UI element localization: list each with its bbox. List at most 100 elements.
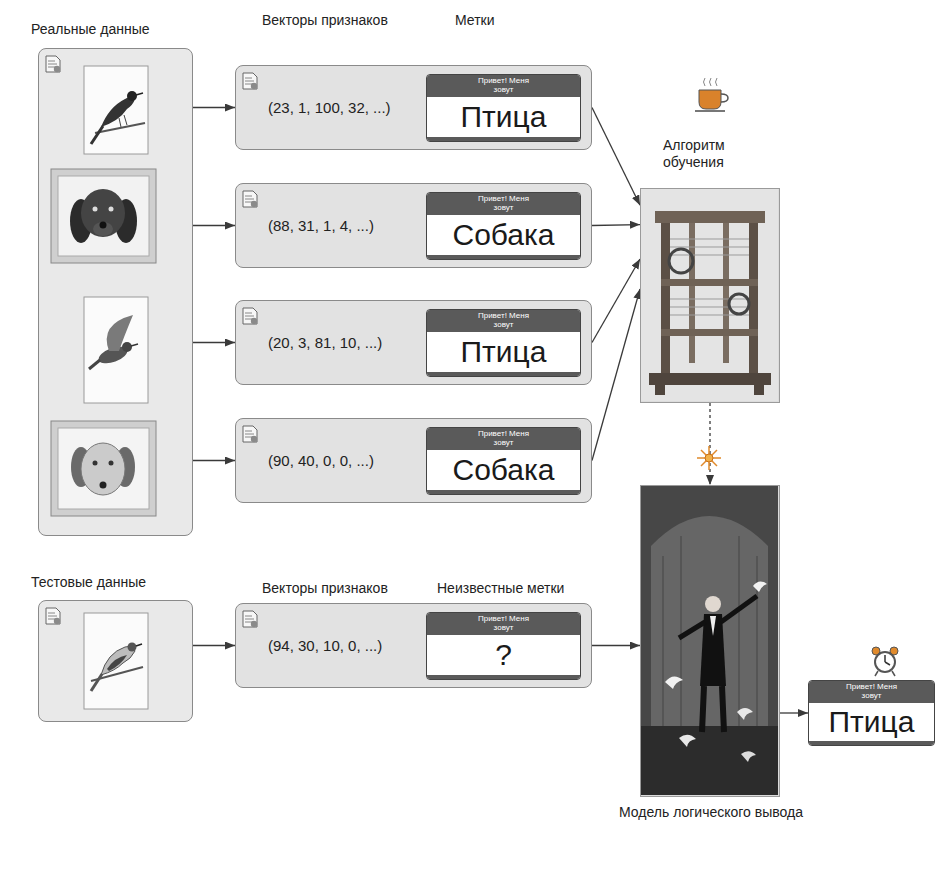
arrow-connector <box>592 259 640 343</box>
sparkle-icon <box>697 446 721 470</box>
magician-picture <box>641 486 778 795</box>
bird-picture <box>127 91 137 101</box>
feature-vector-box: (88, 31, 1, 4, ...) Привет! Меня зовутСоб… <box>235 183 592 268</box>
tag-header-band: Привет! Меня зовут <box>427 193 580 215</box>
sparkle-icon <box>697 446 721 470</box>
alarm-clock-icon <box>872 647 898 676</box>
tag-label: ? <box>495 636 512 674</box>
feature-vector-box: (20, 3, 81, 10, ...)Привет! Меня зовутПт… <box>235 300 592 385</box>
bird-picture <box>84 297 148 403</box>
document-icon <box>45 607 61 625</box>
tag-greeting: Привет! Меня зовут <box>474 430 534 448</box>
tag-label: Птица <box>461 333 547 371</box>
dog-picture <box>93 207 98 212</box>
name-tag: Привет! Меня зовут? <box>426 612 581 680</box>
tag-header-band: Привет! Меня зовут <box>809 681 934 703</box>
document-icon <box>46 56 60 72</box>
name-tag: Привет! Меня зовутПтица <box>426 309 581 377</box>
group-heading: Реальные данные <box>31 21 231 38</box>
tag-body: Птица <box>427 332 580 372</box>
tag-header-band: Привет! Меня зовут <box>427 428 580 450</box>
arrow-connector <box>780 712 808 713</box>
magician-picture <box>641 726 778 795</box>
feature-vector: (94, 30, 10, 0, ...) <box>268 637 382 655</box>
loom-picture <box>641 189 778 401</box>
feature-vector: (23, 1, 100, 32, ...) <box>268 99 391 117</box>
feature-vector-box: (90, 40, 0, 0, ...) Привет! Меня зовутСоб… <box>235 418 592 503</box>
loom-picture <box>661 279 758 286</box>
bird-picture <box>91 126 103 144</box>
arrow-connector <box>709 403 710 485</box>
tag-body: Птица <box>809 703 934 741</box>
tag-footer-band <box>427 372 580 376</box>
sparkle-icon <box>705 454 713 462</box>
bird-picture <box>84 297 148 403</box>
arrow-connector <box>592 645 640 646</box>
column-heading: Неизвестные метки <box>437 580 564 597</box>
tag-footer-band <box>427 255 580 259</box>
tag-greeting: Привет! Меня зовут <box>474 195 534 213</box>
dog-picture <box>58 428 149 509</box>
loom-picture <box>641 189 778 401</box>
bird-picture <box>131 344 138 346</box>
data-group: Тестовые данные <box>38 600 193 722</box>
data-group: Реальные данные <box>38 48 193 536</box>
tag-footer-band <box>427 137 580 141</box>
bird-picture <box>128 643 137 652</box>
bird-picture <box>136 93 143 95</box>
tag-header-band: Привет! Меня зовут <box>427 75 580 97</box>
dog-picture <box>93 222 113 236</box>
dog-picture <box>51 169 156 263</box>
tag-header-band: Привет! Меня зовут <box>427 310 580 332</box>
column-heading: Векторы признаков <box>262 12 388 29</box>
column-heading: Метки <box>455 12 495 29</box>
coffee-cup-icon <box>695 78 728 111</box>
name-tag: Привет! Меня зовутПтица <box>808 680 935 746</box>
arrow-connector <box>193 342 235 343</box>
loom-picture <box>754 385 764 395</box>
tag-label: Собака <box>453 216 555 254</box>
document-icon <box>243 191 257 207</box>
coffee-cup-icon <box>721 94 728 102</box>
tag-body: Собака <box>427 450 580 490</box>
magician-picture <box>705 596 721 612</box>
bird-picture <box>136 644 142 646</box>
tag-greeting: Привет! Меня зовут <box>474 615 534 633</box>
inference-model: Модель логического вывода <box>640 485 780 797</box>
loom-picture <box>649 373 771 385</box>
arrow-connector <box>193 225 235 226</box>
loom-picture <box>655 211 765 223</box>
loom-picture <box>670 239 749 315</box>
dog-picture <box>51 421 156 516</box>
alarm-clock-icon <box>875 671 895 676</box>
magician-picture <box>710 616 716 636</box>
group-heading: Модель логического вывода <box>596 804 826 821</box>
coffee-cup-icon <box>699 90 721 109</box>
document-icon <box>243 611 257 627</box>
document-icon <box>243 426 257 442</box>
name-tag: Привет! Меня зовутСобака <box>426 427 581 495</box>
arrow-connector <box>592 224 640 226</box>
learning-algorithm: Алгоритм обучения <box>640 188 780 403</box>
document-icon <box>242 610 258 628</box>
arrow-connector <box>592 289 640 460</box>
document-icon <box>242 307 258 325</box>
magician-picture <box>679 735 696 747</box>
bird-picture <box>122 342 132 352</box>
feature-vector-box: (94, 30, 10, 0, ...) Привет! Меня зовут? <box>235 603 592 688</box>
tag-greeting: Привет! Меня зовут <box>842 683 902 701</box>
feature-vector-box: (23, 1, 100, 32, ...)Привет! Меня зовутП… <box>235 65 592 150</box>
dog-picture <box>81 443 125 495</box>
dog-picture <box>93 461 98 466</box>
loom-picture <box>669 249 693 273</box>
document-icon <box>242 190 258 208</box>
coffee-cup-icon <box>704 78 718 86</box>
arrow-connector <box>193 460 235 461</box>
tag-label: Собака <box>453 451 555 489</box>
bird-picture <box>101 97 135 127</box>
dog-picture <box>58 176 149 256</box>
feature-vector: (90, 40, 0, 0, ...) <box>268 452 374 470</box>
tag-greeting: Привет! Меня зовут <box>474 77 534 95</box>
feature-vector: (88, 31, 1, 4, ...) <box>268 217 374 235</box>
document-icon <box>46 608 60 624</box>
